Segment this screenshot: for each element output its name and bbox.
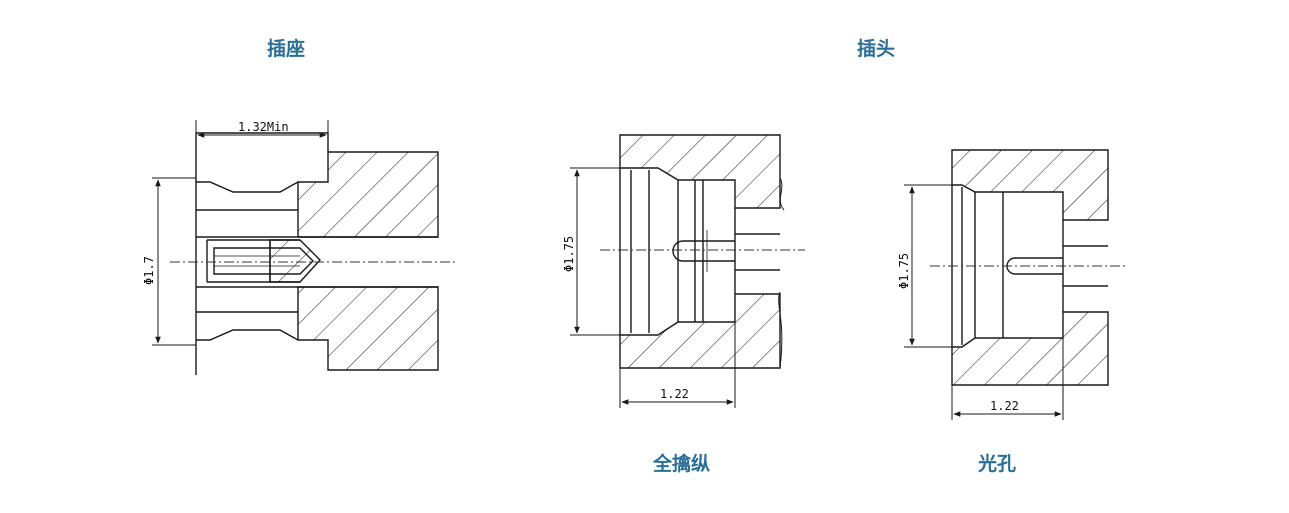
socket-title: 插座 xyxy=(267,38,306,60)
smooth-bore-plug-drawing xyxy=(904,149,1125,420)
smooth-bore-title: 光孔 xyxy=(978,453,1017,475)
smooth-bore-length-dimension: 1.22 xyxy=(990,399,1019,413)
smooth-bore-housing-top xyxy=(951,149,1109,221)
socket-housing-bottom xyxy=(297,286,439,371)
full-detent-plug-drawing xyxy=(570,134,805,408)
full-detent-diameter-dimension: Φ1.75 xyxy=(562,236,576,272)
socket-housing-top xyxy=(297,151,439,238)
full-detent-length-dimension: 1.22 xyxy=(660,387,689,401)
full-detent-housing-top xyxy=(619,134,781,209)
plug-title: 插头 xyxy=(857,38,896,60)
socket-drawing xyxy=(152,120,458,375)
socket-length-dimension: 1.32Min xyxy=(238,120,289,134)
full-detent-housing-bottom xyxy=(619,293,781,369)
socket-diameter-dimension: Φ1.7 xyxy=(142,256,156,285)
smooth-bore-diameter-dimension: Φ1.75 xyxy=(897,253,911,289)
full-detent-title: 全擒纵 xyxy=(653,453,711,475)
